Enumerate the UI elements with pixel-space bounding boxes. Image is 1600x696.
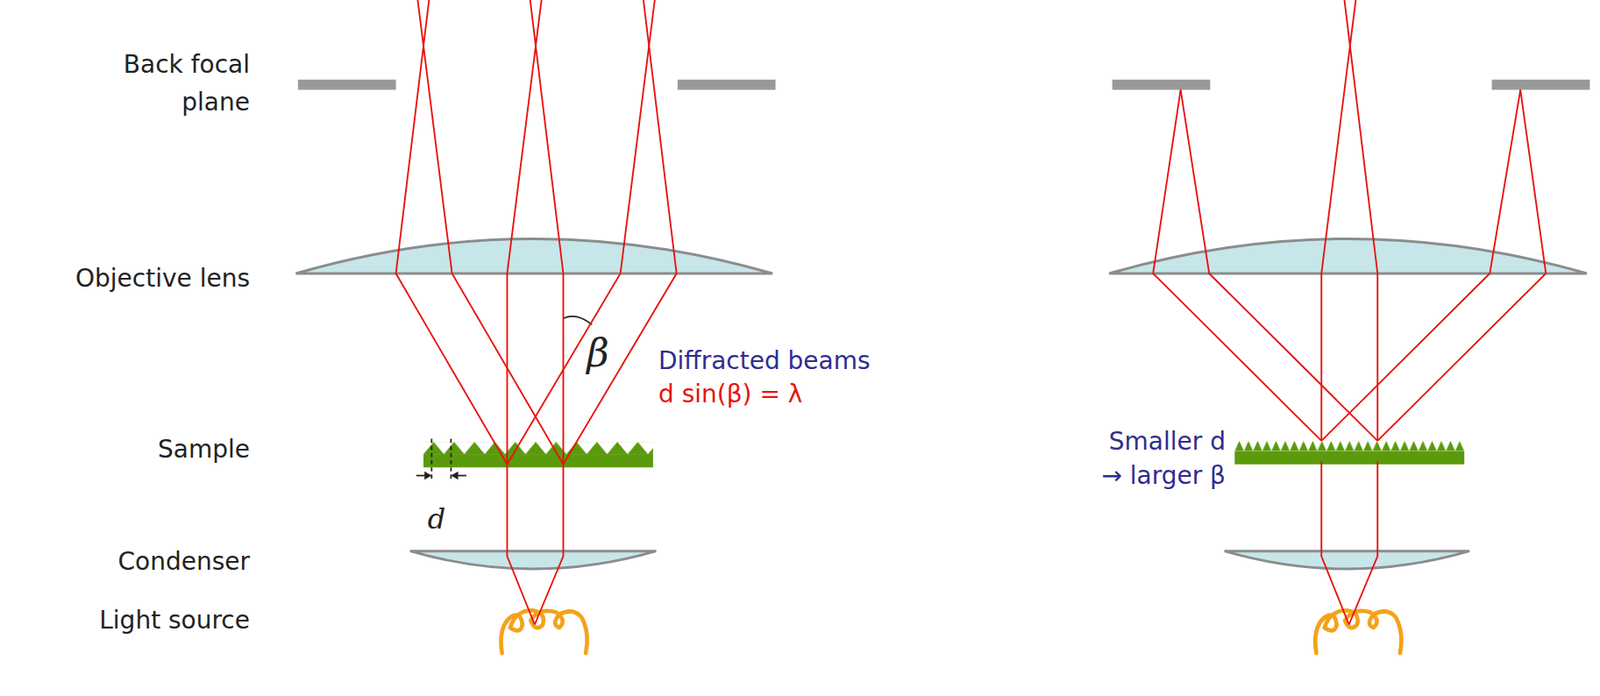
aperture-bar: [1492, 79, 1591, 91]
sample-grating: [1234, 440, 1465, 452]
sample-grating: [423, 441, 654, 455]
part-label: Back focal plane: [48, 45, 250, 122]
objective-lens: [1109, 238, 1587, 274]
light-rays: [396, 0, 1547, 626]
annotation: Diffracted beams: [658, 346, 871, 376]
light-ray: [1180, 89, 1379, 441]
dimension-marker: [416, 439, 467, 483]
condenser-lens: [410, 551, 657, 569]
formula: d sin(β) = λ: [658, 379, 803, 409]
light-ray: [1377, 89, 1546, 441]
light-ray: [1321, 461, 1349, 625]
light-ray: [1152, 89, 1322, 441]
annotation: Smaller d: [1109, 426, 1226, 456]
light-ray: [506, 464, 534, 626]
part-label: Sample: [157, 434, 250, 464]
condenser-lens: [1224, 551, 1470, 569]
light-bulb-filament: [500, 610, 587, 654]
aperture-bar: [298, 79, 397, 91]
sample-base: [1234, 451, 1465, 465]
part-label: Condenser: [118, 547, 251, 576]
angle-arc: [562, 316, 592, 325]
light-ray: [534, 464, 564, 626]
light-ray: [1321, 89, 1521, 441]
light-ray: [529, 0, 563, 465]
angle-symbol: β: [586, 330, 609, 376]
sample-base: [423, 454, 654, 468]
aperture-bar: [1112, 79, 1211, 91]
part-label: Light source: [99, 605, 250, 635]
light-ray: [1321, 0, 1357, 441]
light-ray: [396, 0, 508, 465]
light-ray: [506, 0, 655, 465]
part-label: Objective lens: [75, 263, 250, 293]
light-bulb-filament: [1315, 610, 1401, 654]
dimension-label: d: [427, 502, 446, 536]
light-ray: [506, 0, 542, 465]
light-ray: [1344, 0, 1378, 441]
annotation: → larger β: [1101, 461, 1226, 491]
light-ray: [1349, 461, 1379, 625]
light-ray: [417, 0, 564, 465]
objective-lens: [296, 238, 774, 274]
aperture-bar: [677, 79, 776, 91]
